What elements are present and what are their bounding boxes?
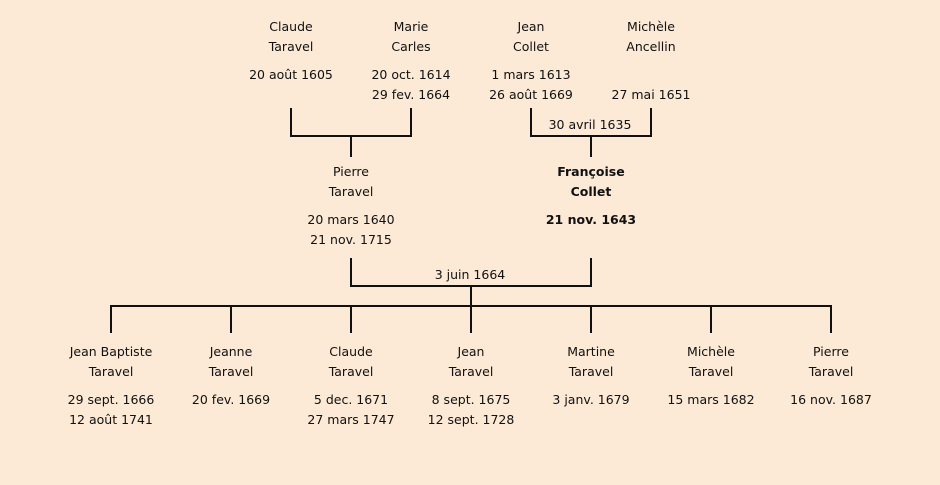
last-name: Carles [391, 39, 431, 54]
death-date [226, 85, 356, 105]
first-name: Michèle [627, 19, 675, 34]
last-name: Collet [513, 39, 549, 54]
last-name: Taravel [268, 39, 314, 54]
death-date: 27 mars 1747 [307, 412, 395, 427]
connector-line [590, 135, 592, 157]
birth-date: 20 oct. 1614 [371, 67, 451, 82]
connector-line [410, 108, 412, 137]
birth-date: 29 sept. 1666 [67, 392, 155, 407]
death-date: 26 août 1669 [489, 87, 573, 102]
death-date [526, 410, 656, 430]
spacer [766, 382, 896, 390]
connector-line [350, 305, 352, 333]
death-date: 29 fev. 1664 [371, 87, 451, 102]
death-date: 21 nov. 1715 [310, 232, 392, 247]
connector-line [590, 258, 592, 287]
marriage-date: 3 juin 1664 [434, 267, 506, 282]
last-name: Collet [570, 184, 612, 199]
first-name: Claude [269, 19, 313, 34]
death-date [166, 410, 296, 430]
first-name: Jeanne [209, 344, 253, 359]
birth-date [586, 65, 716, 85]
first-name: Françoise [557, 164, 625, 179]
death-date: 27 mai 1651 [611, 87, 691, 102]
first-name: Jean [457, 344, 485, 359]
first-name: Michèle [687, 344, 735, 359]
last-name: Taravel [328, 184, 374, 199]
birth-date: 20 fev. 1669 [191, 392, 271, 407]
connector-line [590, 305, 592, 333]
spacer [526, 382, 656, 390]
birth-date: 5 dec. 1671 [313, 392, 389, 407]
spacer [346, 57, 476, 65]
birth-date: 20 août 1605 [249, 67, 333, 82]
connector-line [470, 285, 472, 307]
spacer [46, 382, 176, 390]
last-name: Taravel [808, 364, 854, 379]
connector-line [350, 135, 352, 157]
spacer [226, 57, 356, 65]
last-name: Taravel [88, 364, 134, 379]
spacer [586, 57, 716, 65]
spacer [526, 202, 656, 210]
connector-line [350, 258, 352, 287]
first-name: Pierre [333, 164, 369, 179]
first-name: Claude [329, 344, 373, 359]
birth-date: 1 mars 1613 [491, 67, 571, 82]
birth-date: 20 mars 1640 [307, 212, 395, 227]
connector-line [110, 305, 112, 333]
birth-date: 16 nov. 1687 [790, 392, 872, 407]
connector-line [830, 305, 832, 333]
spacer [466, 57, 596, 65]
spacer [646, 382, 776, 390]
death-date: 12 août 1741 [69, 412, 153, 427]
last-name: Taravel [568, 364, 614, 379]
first-name: Martine [567, 344, 615, 359]
last-name: Ancellin [626, 39, 676, 54]
first-name: Jean [517, 19, 545, 34]
connector-line [230, 305, 232, 333]
connector-line [650, 108, 652, 137]
spacer [286, 382, 416, 390]
connector-line [470, 305, 472, 333]
last-name: Taravel [208, 364, 254, 379]
spacer [286, 202, 416, 210]
connector-line [530, 108, 532, 137]
birth-date: 8 sept. 1675 [431, 392, 511, 407]
first-name: Jean Baptiste [69, 344, 153, 359]
death-date: 12 sept. 1728 [427, 412, 515, 427]
spacer [406, 382, 536, 390]
spacer [166, 382, 296, 390]
last-name: Taravel [448, 364, 494, 379]
birth-date: 21 nov. 1643 [545, 212, 637, 227]
first-name: Marie [393, 19, 429, 34]
first-name: Pierre [813, 344, 849, 359]
connector-line [710, 305, 712, 333]
death-date [766, 410, 896, 430]
last-name: Taravel [688, 364, 734, 379]
death-date [646, 410, 776, 430]
birth-date: 15 mars 1682 [667, 392, 755, 407]
death-date [526, 230, 656, 250]
birth-date: 3 janv. 1679 [552, 392, 630, 407]
connector-line [290, 108, 292, 137]
marriage-date: 30 avril 1635 [548, 117, 632, 132]
last-name: Taravel [328, 364, 374, 379]
